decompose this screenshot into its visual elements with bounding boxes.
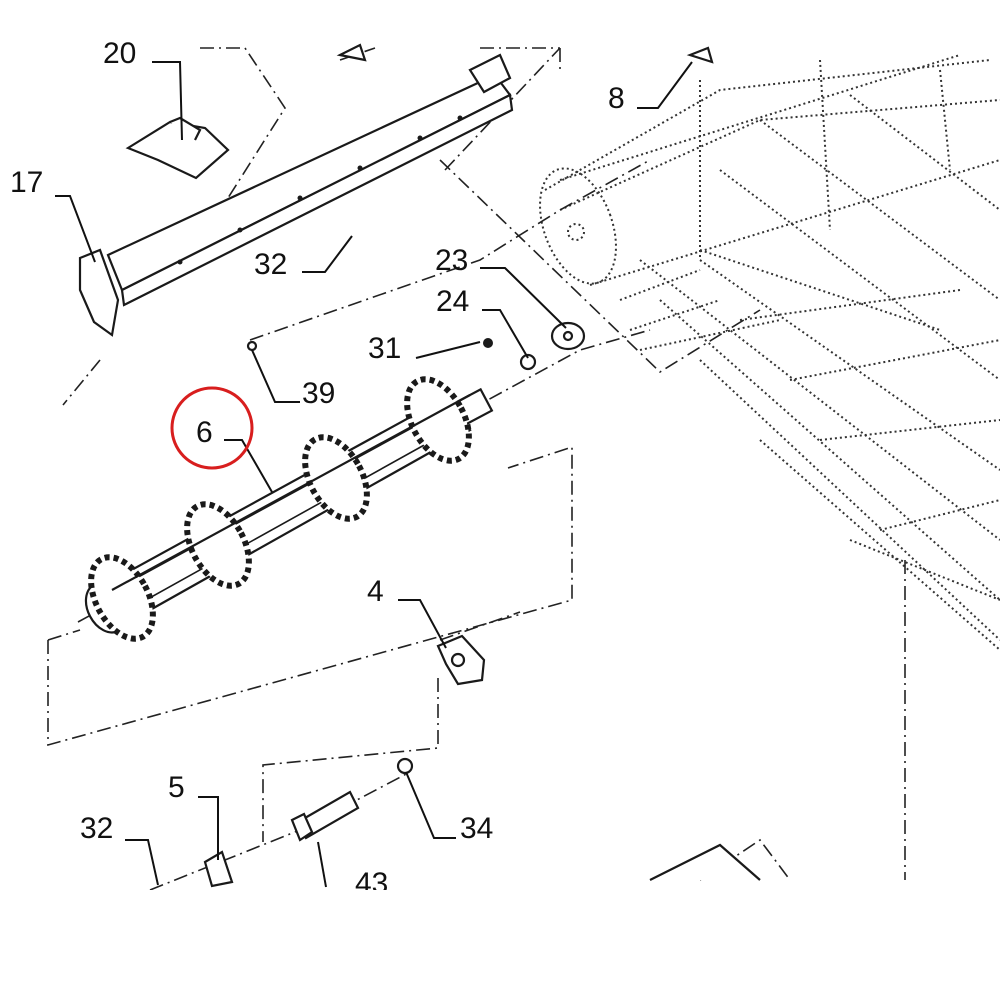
callout-24: 24 bbox=[436, 285, 469, 318]
callout-23: 23 bbox=[435, 244, 468, 277]
rail-bar-part bbox=[78, 53, 514, 337]
callout-20: 20 bbox=[103, 37, 136, 70]
callout-6: 6 bbox=[196, 416, 213, 449]
callout-32-upper: 32 bbox=[254, 248, 287, 281]
callout-8: 8 bbox=[608, 82, 625, 115]
bracket-part bbox=[125, 116, 230, 180]
sprocket-shaft-part bbox=[84, 376, 494, 642]
pin-39 bbox=[246, 340, 258, 352]
bearing-5 bbox=[203, 850, 234, 888]
blank-margin bbox=[0, 890, 1000, 1000]
callout-34: 34 bbox=[460, 812, 493, 845]
callout-5: 5 bbox=[168, 771, 185, 804]
hardware-parts bbox=[203, 43, 761, 888]
leader-lines bbox=[55, 61, 693, 888]
callout-31: 31 bbox=[368, 332, 401, 365]
nut-24 bbox=[519, 353, 537, 371]
callout-39: 39 bbox=[302, 377, 335, 410]
sprocket-group bbox=[88, 376, 472, 642]
callout-32-lower: 32 bbox=[80, 812, 113, 845]
callout-4: 4 bbox=[367, 575, 384, 608]
highlight-circle bbox=[170, 386, 254, 470]
callout-17: 17 bbox=[10, 166, 43, 199]
chain-conveyor-assembly bbox=[539, 54, 1000, 880]
callout-labels: 20 17 32 8 23 24 31 39 6 4 5 32 34 43 bbox=[10, 37, 625, 900]
washer-34 bbox=[396, 757, 414, 775]
pin-31 bbox=[483, 338, 493, 348]
